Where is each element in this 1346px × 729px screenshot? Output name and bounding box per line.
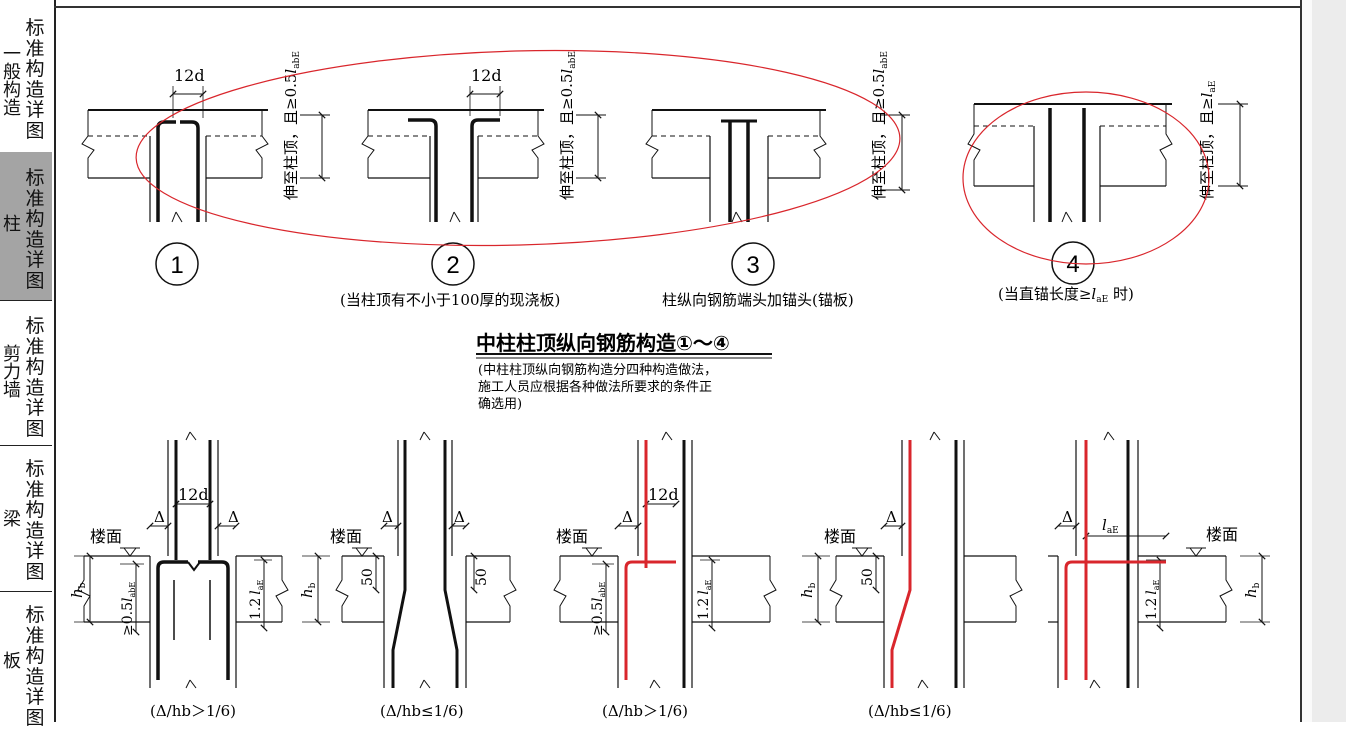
sidebar-item-column[interactable]: 标准构造详图 柱 <box>0 152 52 301</box>
anchor-05-label: ≥0.5labE <box>590 582 607 636</box>
detail-b3-drawing <box>553 431 777 689</box>
hb-label: hb <box>1242 582 1262 598</box>
dim-50-label: 50 <box>860 568 876 586</box>
detail-number-3 <box>731 242 775 286</box>
detail-b2-drawing <box>302 431 517 689</box>
floor-label: 楼面 <box>556 527 588 546</box>
title-note-line-1: (中柱柱顶纵向钢筋构造分四种构造做法， <box>478 362 717 378</box>
floor-label: 楼面 <box>1206 525 1238 544</box>
sidebar-item-shearwall[interactable]: 标准构造详图 剪力墙 <box>0 300 52 446</box>
red-rebar-bent <box>624 560 676 680</box>
sheet-right-edge <box>1300 0 1314 722</box>
extend-note-4: 伸至柱顶，且≥laE <box>1198 81 1218 200</box>
delta-label: Δ <box>228 508 239 526</box>
detail-b1-drawing <box>74 431 289 689</box>
detail-number-4 <box>1051 241 1095 285</box>
sidebar-item-label: 标准构造详图 <box>25 167 45 292</box>
extend-note-3: 伸至柱顶，且≥0.5labE <box>870 51 890 200</box>
sidebar-item-category: 剪力墙 <box>3 344 21 401</box>
detail-b4-drawing <box>802 431 1023 689</box>
annotation-ellipse-large <box>135 49 901 247</box>
detail-number-4-label: 4 <box>1066 251 1079 278</box>
hb-label: hb <box>68 582 88 598</box>
sidebar-item-general[interactable]: 标准构造详图 一般构造 <box>0 0 52 153</box>
dim-12d-label: 12d <box>648 485 679 504</box>
sidebar-item-category: 板 <box>3 651 21 672</box>
delta-label: Δ <box>382 508 393 526</box>
sidebar-item-beam[interactable]: 标准构造详图 梁 <box>0 445 52 592</box>
caption-b4: (Δ/hb≤1/6) <box>868 702 952 720</box>
delta-label: Δ <box>622 508 633 526</box>
sidebar-item-category: 一般构造 <box>3 44 21 119</box>
anchor-12-label: 1.2laE <box>248 579 265 620</box>
extend-note-1: 伸至柱顶，且≥0.5labE <box>282 51 302 200</box>
delta-label: Δ <box>154 508 165 526</box>
caption-b2: (Δ/hb≤1/6) <box>380 702 464 720</box>
caption-b3: (Δ/hb＞1/6) <box>602 702 688 720</box>
sidebar-item-category: 柱 <box>3 214 21 235</box>
floor-label: 楼面 <box>90 527 122 546</box>
caption-detail-2: (当柱顶有不小于100厚的现浇板) <box>340 291 560 309</box>
annotation-ellipse-small <box>962 91 1210 265</box>
detail-number-1 <box>155 242 199 286</box>
detail-number-2 <box>431 242 475 286</box>
detail-4-drawing <box>967 100 1248 223</box>
red-rebar-cranked <box>890 440 912 688</box>
detail-number-1-label: 1 <box>170 252 183 279</box>
extend-note-2: 伸至柱顶，且≥0.5labE <box>558 51 578 200</box>
viewer-margin <box>1312 0 1346 722</box>
hb-label: hb <box>298 582 318 598</box>
sidebar-item-slab[interactable]: 标准构造详图 板 <box>0 591 52 728</box>
detail-b5-drawing <box>1048 431 1270 689</box>
detail-2-drawing <box>361 86 606 223</box>
dim-12d-label: 12d <box>174 66 205 85</box>
dim-50-label: 50 <box>474 568 490 586</box>
section-title: 中柱柱顶纵向钢筋构造①～④ <box>476 331 730 355</box>
dim-12d-label: 12d <box>178 485 209 504</box>
hb-label: hb <box>798 582 818 598</box>
delta-label: Δ <box>886 508 897 526</box>
delta-label: Δ <box>454 508 465 526</box>
red-rebar-bent <box>1064 560 1166 680</box>
sidebar-item-label: 标准构造详图 <box>25 458 45 583</box>
title-note-line-2: 施工人员应根据各种做法所要求的条件正 <box>478 379 712 395</box>
sidebar-nav: 标准构造详图 一般构造 标准构造详图 柱 标准构造详图 剪力墙 标准构造详图 梁… <box>0 0 56 728</box>
sidebar-item-category: 梁 <box>3 509 21 530</box>
delta-label: Δ <box>1062 508 1073 526</box>
lae-label: laE <box>1102 516 1119 536</box>
floor-label: 楼面 <box>330 527 362 546</box>
anchor-12-label: 1.2laE <box>1144 579 1161 620</box>
drawing-sheet-border <box>54 6 1300 724</box>
dim-12d-label: 12d <box>471 66 502 85</box>
title-note-line-3: 确选用) <box>478 397 522 412</box>
caption-detail-3: 柱纵向钢筋端头加锚头(锚板) <box>662 291 854 309</box>
anchor-05-label: ≥0.5labE <box>120 582 137 636</box>
dim-50-label: 50 <box>360 568 376 586</box>
sidebar-item-label: 标准构造详图 <box>25 17 45 142</box>
detail-number-3-label: 3 <box>746 252 759 279</box>
caption-detail-4: (当直锚长度≥laE 时) <box>998 285 1134 305</box>
anchor-12-label: 1.2laE <box>696 579 713 620</box>
caption-b1: (Δ/hb＞1/6) <box>150 702 236 720</box>
sidebar-item-label: 标准构造详图 <box>25 604 45 729</box>
floor-label: 楼面 <box>824 527 856 546</box>
sidebar-item-label: 标准构造详图 <box>25 315 45 440</box>
detail-number-2-label: 2 <box>446 252 459 279</box>
detail-3-drawing <box>645 109 910 223</box>
